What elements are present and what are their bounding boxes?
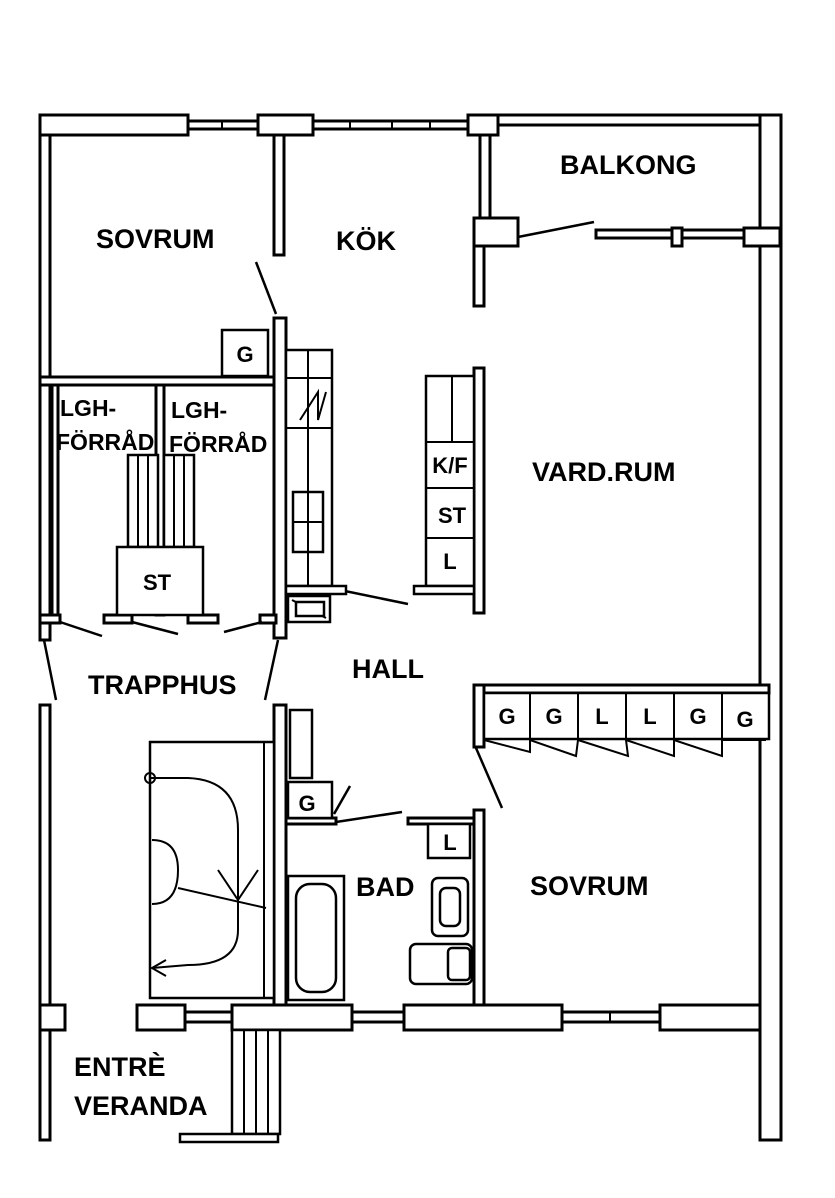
label-bad: BAD — [356, 872, 415, 902]
wardrobe-4-label: L — [643, 704, 656, 729]
label-entre-line2: VERANDA — [74, 1091, 208, 1121]
label-kok: KÖK — [336, 226, 397, 256]
l-bath-label: L — [443, 830, 456, 855]
entrance-steps — [178, 1028, 282, 1144]
label-entre-line1: ENTRÈ — [74, 1051, 166, 1082]
label-lgh-forrad-2-line1: LGH- — [171, 397, 227, 423]
wardrobe-3-label: L — [595, 704, 608, 729]
wardrobe-1-label: G — [498, 704, 515, 729]
bathroom-fixtures: L — [286, 822, 474, 1002]
stairwell — [144, 740, 276, 1000]
l-kitchen-label: L — [443, 549, 456, 574]
outer-walls — [38, 113, 783, 1142]
label-hall: HALL — [352, 654, 424, 684]
closet-top-bedroom: G — [220, 328, 270, 378]
label-trapphus: TRAPPHUS — [88, 670, 237, 700]
interior-walls — [38, 133, 771, 1007]
g-hall-label: G — [298, 791, 315, 816]
wardrobe-6-label: G — [736, 707, 753, 732]
storage-shelves: ST — [115, 453, 205, 617]
st-storage-label: ST — [143, 570, 172, 595]
st-kitchen-label: ST — [438, 503, 467, 528]
room-labels: SOVRUM KÖK BALKONG LGH- FÖRRÅD LGH- FÖRR… — [56, 150, 697, 1121]
label-vardrum: VARD.RUM — [532, 457, 676, 487]
label-lgh-forrad-2-line2: FÖRRÅD — [169, 430, 267, 457]
label-lgh-forrad-1-line1: LGH- — [60, 395, 116, 421]
label-balkong: BALKONG — [560, 150, 697, 180]
label-sovrum-top: SOVRUM — [96, 224, 215, 254]
g-top-bedroom-label: G — [236, 342, 253, 367]
kitchen-counter-left — [284, 348, 348, 624]
kitchen-appliances: K/F ST L — [412, 374, 476, 596]
wardrobes: G G L L G G — [482, 691, 771, 758]
doors — [42, 220, 595, 824]
windows — [221, 121, 684, 1022]
label-lgh-forrad-1-line2: FÖRRÅD — [56, 428, 154, 455]
wardrobe-5-label: G — [689, 704, 706, 729]
hall-closet: G — [286, 708, 334, 820]
kf-label: K/F — [432, 453, 467, 478]
wardrobe-2-label: G — [545, 704, 562, 729]
label-sovrum-bottom: SOVRUM — [530, 871, 649, 901]
